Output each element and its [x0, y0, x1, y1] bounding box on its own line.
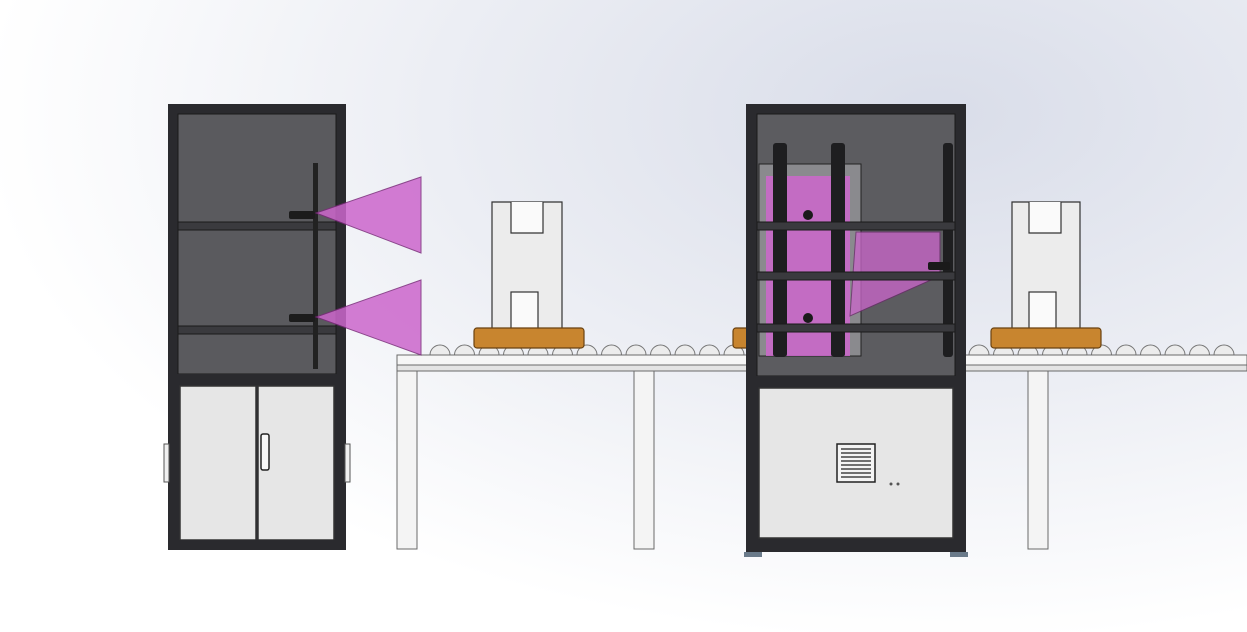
right-shelf-3 [756, 323, 956, 333]
pallet [990, 327, 1102, 349]
door-handle-icon [260, 433, 270, 471]
conveyor-leg-1 [396, 370, 418, 550]
right-cabinet-base [746, 540, 966, 552]
left-cabinet-inner [177, 113, 337, 375]
camera-icon [803, 210, 813, 220]
camera-icon [803, 313, 813, 323]
left-cabinet-door-right [257, 385, 335, 541]
camera-field-of-view [314, 279, 422, 356]
leveling-foot [744, 552, 762, 557]
pallet-with-part-1 [473, 201, 585, 349]
conveyor-leg-3 [1027, 370, 1049, 550]
workpiece-bottom-slot [1028, 291, 1057, 331]
camera-icon [928, 262, 950, 270]
left-cabinet-door-left [179, 385, 257, 541]
pallet [473, 327, 585, 349]
left-shelf-1 [177, 221, 337, 231]
left-camera-post [313, 163, 318, 369]
pallet-with-part-2 [990, 201, 1102, 349]
right-shelf-2 [756, 271, 956, 281]
vent-grille-icon [836, 443, 876, 483]
workpiece-top-slot [1028, 202, 1062, 234]
leveling-foot [950, 552, 968, 557]
left-cabinet-side-latch [344, 443, 351, 483]
camera-icon [289, 314, 315, 322]
panel-screw [889, 482, 893, 486]
left-cabinet-side-latch [163, 443, 170, 483]
vent-grille-slats [841, 448, 871, 478]
camera-cabinet-right [732, 104, 968, 557]
left-shelf-2 [177, 325, 337, 335]
workpiece-bottom-slot [510, 291, 539, 331]
camera-icon [289, 211, 315, 219]
right-camera-post [831, 143, 845, 357]
right-cabinet-divider [746, 376, 966, 386]
panel-screw [896, 482, 900, 486]
right-camera-post [943, 143, 953, 357]
right-camera-post [773, 143, 787, 357]
right-shelf-1 [756, 221, 956, 231]
conveyor-leg-2 [633, 370, 655, 550]
left-cabinet-base [168, 540, 346, 550]
camera-cabinet-left [163, 104, 422, 550]
camera-field-of-view [314, 176, 422, 254]
workpiece-top-slot [510, 202, 544, 234]
left-cabinet-divider [168, 374, 346, 384]
